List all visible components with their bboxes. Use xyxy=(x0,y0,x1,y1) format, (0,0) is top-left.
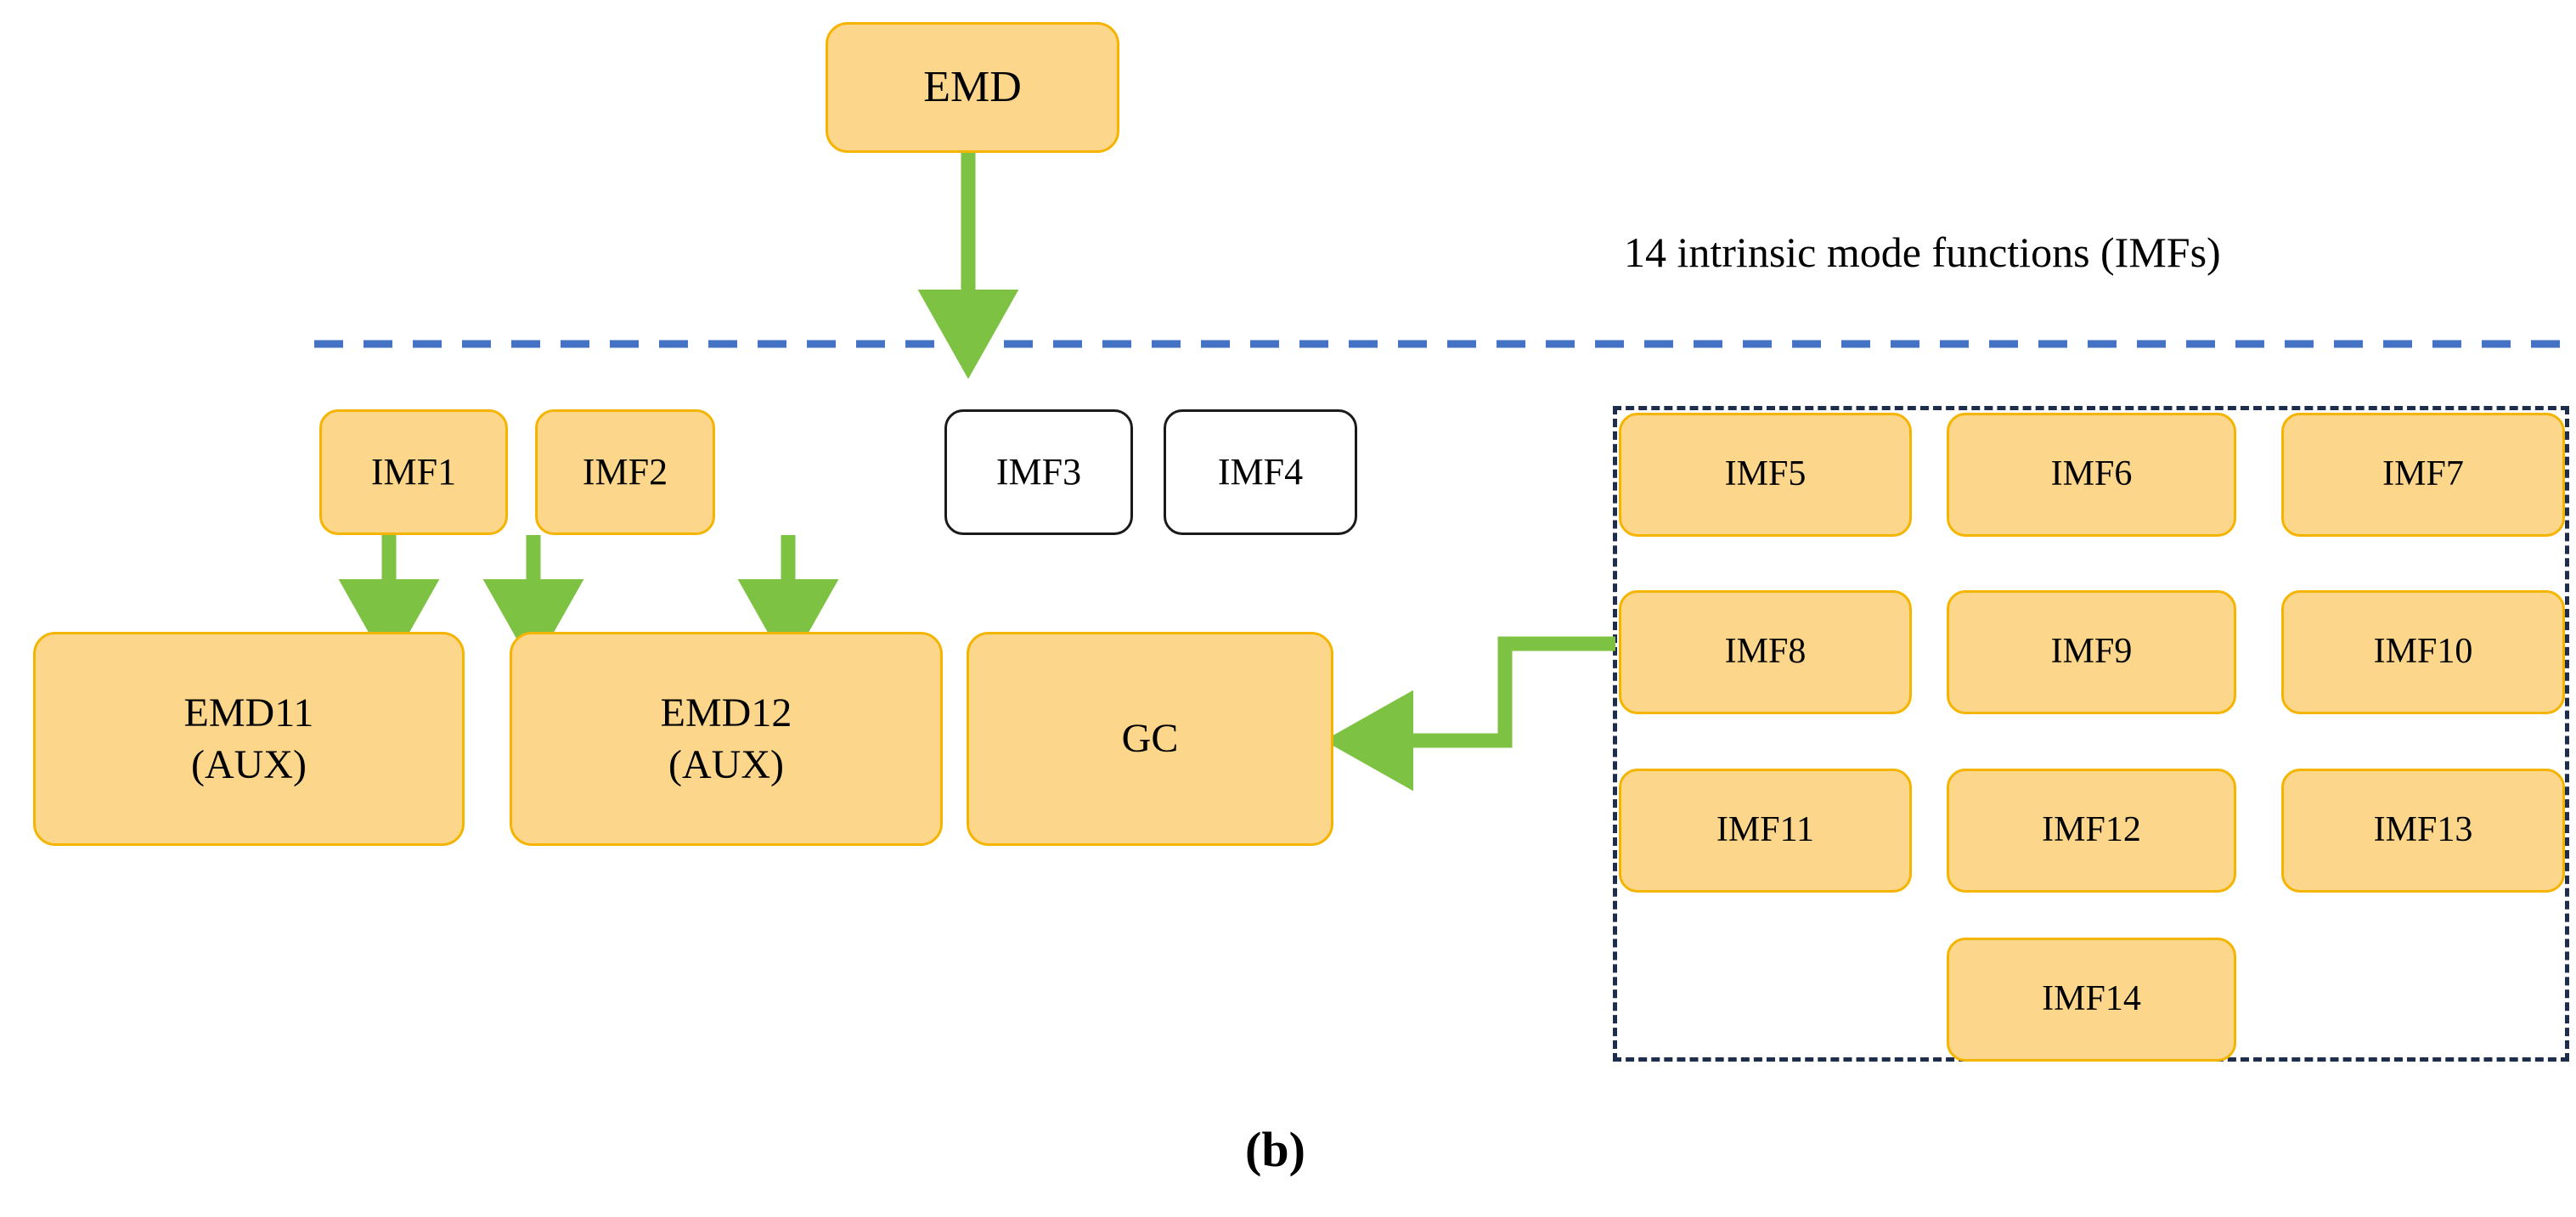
node-imf8-label: IMF8 xyxy=(1724,632,1807,672)
node-imf5-label: IMF5 xyxy=(1724,454,1807,494)
node-imf2[interactable]: IMF2 xyxy=(535,409,715,535)
node-imf7[interactable]: IMF7 xyxy=(2281,413,2565,537)
node-gc[interactable]: GC xyxy=(967,632,1333,846)
node-imf1[interactable]: IMF1 xyxy=(319,409,508,535)
node-imf5[interactable]: IMF5 xyxy=(1619,413,1912,537)
node-imf3[interactable]: IMF3 xyxy=(944,409,1133,535)
node-imf10[interactable]: IMF10 xyxy=(2281,590,2565,714)
node-imf9-label: IMF9 xyxy=(2050,632,2133,672)
node-imf8[interactable]: IMF8 xyxy=(1619,590,1912,714)
imf-group-caption-text: 14 intrinsic mode functions (IMFs) xyxy=(1624,228,2221,276)
node-imf12-label: IMF12 xyxy=(2042,810,2141,850)
node-imf11-label: IMF11 xyxy=(1716,810,1815,850)
node-gc-label: GC xyxy=(1121,716,1179,762)
node-imf9[interactable]: IMF9 xyxy=(1947,590,2236,714)
node-imf3-label: IMF3 xyxy=(995,450,1082,493)
figure-caption: (b) xyxy=(1245,1121,1305,1178)
node-emd11-label: EMD11 (AUX) xyxy=(183,690,314,787)
node-imf4[interactable]: IMF4 xyxy=(1164,409,1357,535)
node-imf4-label: IMF4 xyxy=(1217,450,1304,493)
node-emd11-aux[interactable]: EMD11 (AUX) xyxy=(33,632,465,846)
node-imf6[interactable]: IMF6 xyxy=(1947,413,2236,537)
imf-group-caption: 14 intrinsic mode functions (IMFs) xyxy=(1624,228,2221,277)
arrow-imfgroup-to-gc xyxy=(1323,636,1615,792)
node-emd12-label: EMD12 (AUX) xyxy=(660,690,792,787)
node-imf7-label: IMF7 xyxy=(2382,454,2464,494)
node-imf13-label: IMF13 xyxy=(2373,810,2473,850)
node-emd12-aux[interactable]: EMD12 (AUX) xyxy=(510,632,943,846)
node-emd[interactable]: EMD xyxy=(826,22,1119,153)
node-imf2-label: IMF2 xyxy=(582,450,668,493)
node-imf12[interactable]: IMF12 xyxy=(1947,769,2236,893)
figure-caption-text: (b) xyxy=(1245,1122,1305,1177)
node-imf13[interactable]: IMF13 xyxy=(2281,769,2565,893)
node-imf14[interactable]: IMF14 xyxy=(1947,938,2236,1062)
node-imf10-label: IMF10 xyxy=(2373,632,2473,672)
node-imf1-label: IMF1 xyxy=(370,450,457,493)
node-emd-label: EMD xyxy=(923,62,1022,111)
node-imf11[interactable]: IMF11 xyxy=(1619,769,1912,893)
node-imf14-label: IMF14 xyxy=(2042,979,2141,1019)
node-imf6-label: IMF6 xyxy=(2050,454,2133,494)
